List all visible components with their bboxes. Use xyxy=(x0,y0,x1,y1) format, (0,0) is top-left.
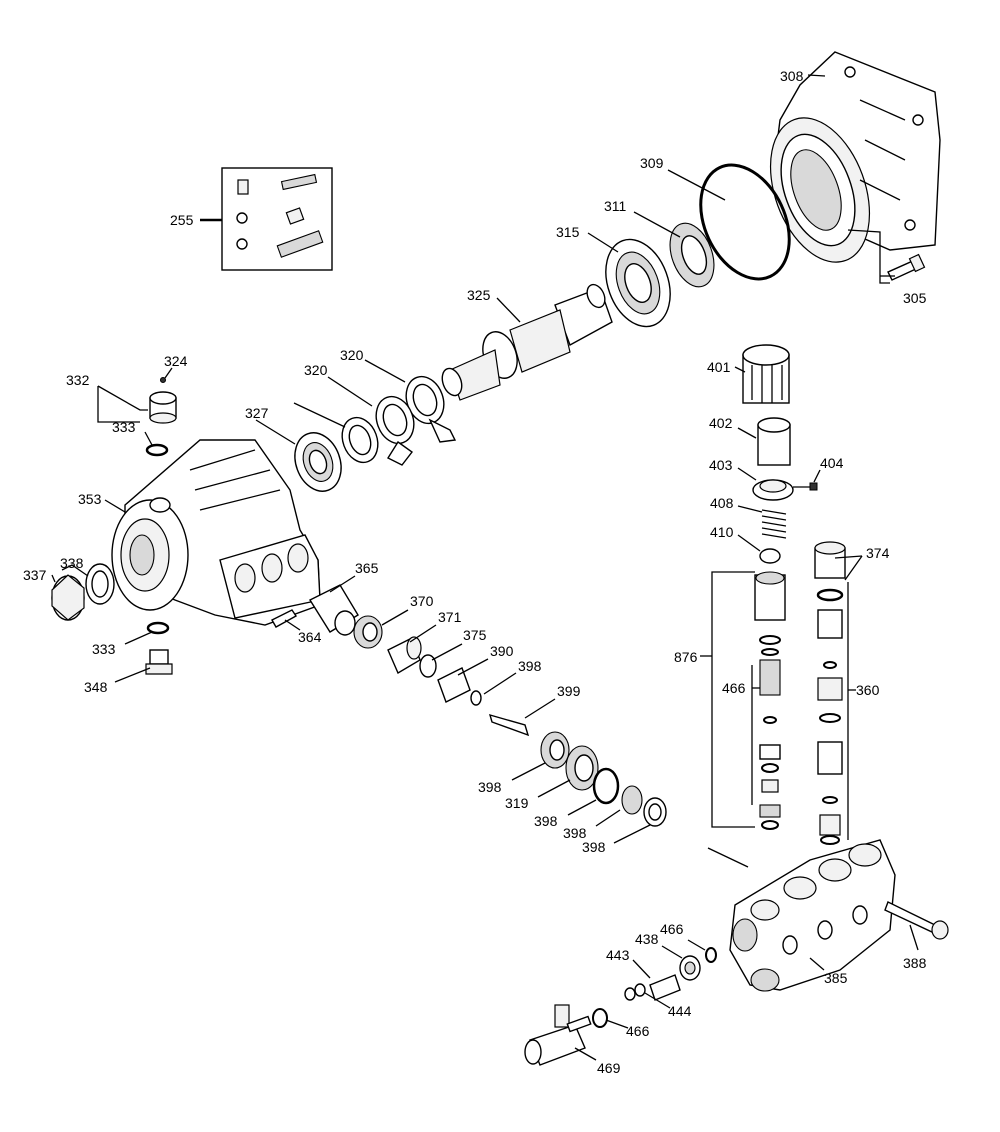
label-466-b: 466 xyxy=(660,921,684,937)
label-319: 319 xyxy=(505,795,529,811)
label-402: 402 xyxy=(709,415,733,431)
crankcase-353 xyxy=(111,439,321,626)
label-404: 404 xyxy=(820,455,844,471)
valve-assembly-360 xyxy=(814,541,846,845)
seal-319 xyxy=(565,745,599,791)
label-309: 309 xyxy=(640,155,664,171)
injector-469 xyxy=(524,1004,592,1066)
nut-403 xyxy=(752,479,794,501)
label-408: 408 xyxy=(710,495,734,511)
label-398-e: 398 xyxy=(582,839,606,855)
label-398-a: 398 xyxy=(518,658,542,674)
o-ring-398-c xyxy=(592,767,620,805)
label-320-b: 320 xyxy=(304,362,328,378)
bearing-327 xyxy=(294,432,342,492)
stud-399 xyxy=(488,713,530,737)
label-466-a: 466 xyxy=(722,680,746,696)
leader-lines xyxy=(51,74,919,1061)
label-390: 390 xyxy=(490,643,514,659)
sleeve-390 xyxy=(437,667,471,703)
label-311: 311 xyxy=(604,198,627,214)
label-337: 337 xyxy=(23,567,47,583)
label-438: 438 xyxy=(635,931,659,947)
knob-401 xyxy=(742,344,790,404)
pin-364 xyxy=(271,609,298,628)
bearing-315 xyxy=(605,238,671,328)
set-screw-404 xyxy=(809,482,818,491)
label-403: 403 xyxy=(709,457,733,473)
bolt-305 xyxy=(887,253,926,281)
label-320-a: 320 xyxy=(340,347,364,363)
seal-311 xyxy=(669,222,715,288)
washer-398-a xyxy=(470,690,482,706)
plug-337 xyxy=(51,574,85,621)
label-466-c: 466 xyxy=(626,1023,650,1039)
spring-408 xyxy=(761,509,787,539)
label-388: 388 xyxy=(903,955,927,971)
unloader-valve-876 xyxy=(754,571,786,830)
oil-cap-332 xyxy=(149,377,177,424)
label-327: 327 xyxy=(245,405,269,421)
label-305: 305 xyxy=(903,290,927,306)
label-365: 365 xyxy=(355,560,379,576)
o-ring-466-c xyxy=(592,1008,608,1028)
label-324: 324 xyxy=(164,353,188,369)
flange-housing-308 xyxy=(769,51,941,263)
seal-398-d xyxy=(621,785,643,815)
seal-398-b xyxy=(540,731,570,769)
plunger-365 xyxy=(308,584,359,636)
label-876: 876 xyxy=(674,649,698,665)
hardware-kit-255 xyxy=(200,167,333,271)
label-401: 401 xyxy=(707,359,731,375)
label-371: 371 xyxy=(438,609,462,625)
washer-375 xyxy=(419,654,437,678)
seal-338 xyxy=(85,563,115,605)
manifold-385 xyxy=(729,839,896,992)
cap-410 xyxy=(759,548,781,564)
seal-370 xyxy=(353,615,383,649)
label-443: 443 xyxy=(606,947,630,963)
label-398-b: 398 xyxy=(478,779,502,795)
crankshaft-325 xyxy=(441,283,613,401)
spring-444 xyxy=(624,983,646,1001)
label-332: 332 xyxy=(66,372,90,388)
o-ring-309 xyxy=(699,163,791,281)
label-374: 374 xyxy=(866,545,890,561)
label-315: 315 xyxy=(556,224,580,240)
seal-398-e xyxy=(643,797,667,827)
label-333-bottom: 333 xyxy=(92,641,116,657)
label-348: 348 xyxy=(84,679,108,695)
fitting-438 xyxy=(679,955,701,981)
label-398-c: 398 xyxy=(534,813,558,829)
label-444: 444 xyxy=(668,1003,692,1019)
o-ring-333-bottom xyxy=(146,621,170,635)
label-375: 375 xyxy=(463,627,487,643)
label-370: 370 xyxy=(410,593,434,609)
label-385: 385 xyxy=(824,970,848,986)
label-364: 364 xyxy=(298,629,322,645)
label-333-top: 333 xyxy=(112,419,136,435)
label-398-d: 398 xyxy=(563,825,587,841)
label-325: 325 xyxy=(467,287,491,303)
sleeve-371 xyxy=(387,636,422,675)
label-399: 399 xyxy=(557,683,581,699)
o-ring-333-top xyxy=(145,443,169,457)
label-469: 469 xyxy=(597,1060,621,1076)
label-308: 308 xyxy=(780,68,804,84)
label-338: 338 xyxy=(60,555,84,571)
bolt-388 xyxy=(884,901,949,940)
label-360: 360 xyxy=(856,682,880,698)
label-353: 353 xyxy=(78,491,102,507)
label-410: 410 xyxy=(710,524,734,540)
drain-plug-348 xyxy=(145,649,173,675)
o-ring-466-b xyxy=(705,947,717,963)
nut-402 xyxy=(757,417,791,466)
check-valve-443 xyxy=(649,974,681,1001)
connecting-rods-320 xyxy=(341,375,457,466)
label-255: 255 xyxy=(170,212,194,228)
